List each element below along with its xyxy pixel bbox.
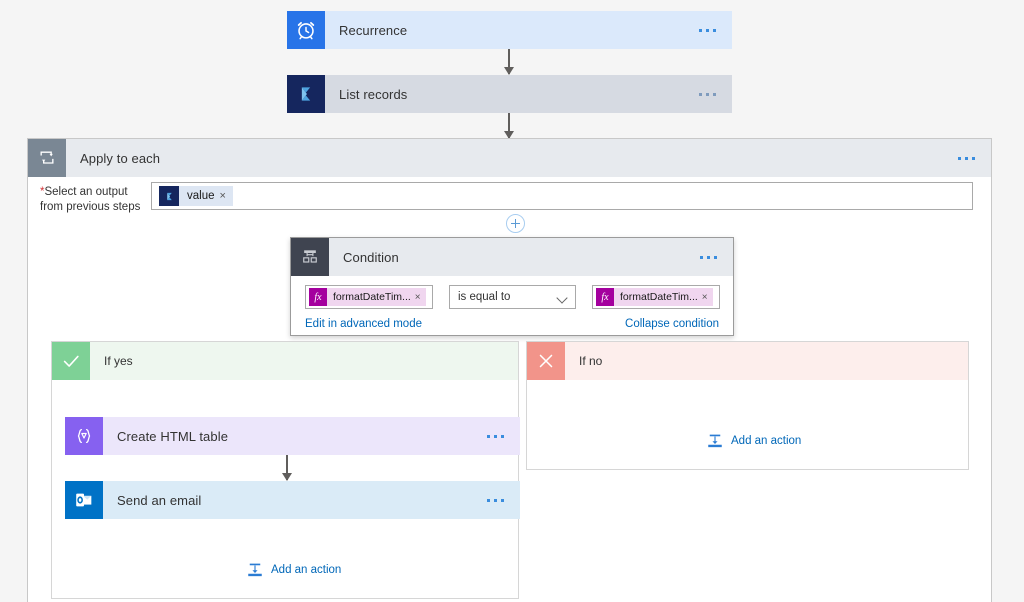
flow-node-list-records[interactable]: List records — [287, 75, 732, 113]
dynamics-arrow-icon — [159, 186, 179, 206]
condition-branch-icon — [291, 238, 329, 276]
branch-if-yes-title: If yes — [104, 354, 133, 368]
remove-token-button[interactable]: × — [414, 291, 421, 303]
condition-left-operand-field[interactable]: fx formatDateTim... × — [305, 285, 433, 309]
expression-chip[interactable]: fx formatDateTim... × — [596, 288, 713, 306]
condition-header[interactable]: Condition — [291, 238, 733, 276]
add-an-action-button-if-yes[interactable]: Add an action — [246, 561, 341, 579]
flow-node-title: List records — [339, 86, 408, 102]
flow-node-title: Recurrence — [339, 22, 408, 38]
condition-title: Condition — [343, 249, 399, 265]
branch-if-yes-header[interactable]: If yes — [52, 342, 518, 380]
edit-in-advanced-mode-link[interactable]: Edit in advanced mode — [305, 318, 422, 330]
connector-arrow — [501, 113, 517, 139]
add-step-icon — [246, 561, 264, 579]
branch-if-no-header[interactable]: If no — [527, 342, 968, 380]
connector-arrow — [501, 49, 517, 75]
remove-token-button[interactable]: × — [219, 190, 226, 202]
loop-repeat-icon — [28, 139, 66, 177]
dynamics-arrow-icon — [287, 75, 325, 113]
insert-new-step-button[interactable] — [506, 214, 525, 233]
condition-card[interactable]: Condition fx formatDateTim... × is equal… — [290, 237, 734, 336]
more-commands-button[interactable] — [691, 75, 732, 113]
add-step-icon — [706, 432, 724, 450]
apply-to-each-header[interactable]: Apply to each — [28, 139, 991, 177]
value-token[interactable]: value × — [159, 186, 233, 206]
condition-body: fx formatDateTim... × is equal to fx for… — [291, 276, 733, 336]
condition-operator-select[interactable]: is equal to — [449, 285, 576, 309]
value-token-label: value — [187, 190, 215, 202]
select-output-input[interactable]: value × — [151, 182, 973, 210]
flow-node-create-html-table[interactable]: Create HTML table — [65, 417, 520, 455]
branch-if-no: If no Add an action — [526, 341, 969, 470]
condition-operator-value: is equal to — [458, 291, 511, 303]
alarm-clock-icon — [287, 11, 325, 49]
condition-row: fx formatDateTim... × is equal to fx for… — [305, 285, 720, 309]
apply-to-each-title: Apply to each — [80, 150, 161, 166]
remove-token-button[interactable]: × — [701, 291, 708, 303]
function-fx-icon: fx — [309, 288, 327, 306]
more-commands-button[interactable] — [950, 139, 991, 177]
select-output-label-text: Select an output from previous steps — [40, 186, 141, 213]
required-marker: * — [40, 186, 45, 198]
chevron-down-icon — [556, 292, 568, 304]
add-an-action-label: Add an action — [271, 564, 342, 576]
outlook-icon — [65, 481, 103, 519]
connector-arrow — [279, 455, 295, 481]
add-an-action-button-if-no[interactable]: Add an action — [706, 432, 801, 450]
expression-chip-label: formatDateTim... — [620, 291, 698, 303]
branch-if-yes: If yes Create HTML table — [51, 341, 520, 599]
close-x-icon — [527, 342, 565, 380]
more-commands-button[interactable] — [479, 481, 520, 519]
condition-right-operand-field[interactable]: fx formatDateTim... × — [592, 285, 720, 309]
function-fx-icon: fx — [596, 288, 614, 306]
collapse-condition-link[interactable]: Collapse condition — [625, 318, 719, 330]
flow-node-send-an-email[interactable]: Send an email — [65, 481, 520, 519]
expression-chip[interactable]: fx formatDateTim... × — [309, 288, 426, 306]
expression-chip-label: formatDateTim... — [333, 291, 411, 303]
checkmark-icon — [52, 342, 90, 380]
more-commands-button[interactable] — [479, 417, 520, 455]
data-operations-icon — [65, 417, 103, 455]
branch-if-no-title: If no — [579, 354, 603, 368]
flow-node-title: Create HTML table — [117, 428, 229, 444]
add-an-action-label: Add an action — [731, 435, 802, 447]
flow-node-recurrence[interactable]: Recurrence — [287, 11, 732, 49]
flow-node-title: Send an email — [117, 492, 202, 508]
more-commands-button[interactable] — [691, 11, 732, 49]
select-output-label: *Select an output from previous steps — [40, 185, 152, 215]
more-commands-button[interactable] — [692, 238, 733, 276]
